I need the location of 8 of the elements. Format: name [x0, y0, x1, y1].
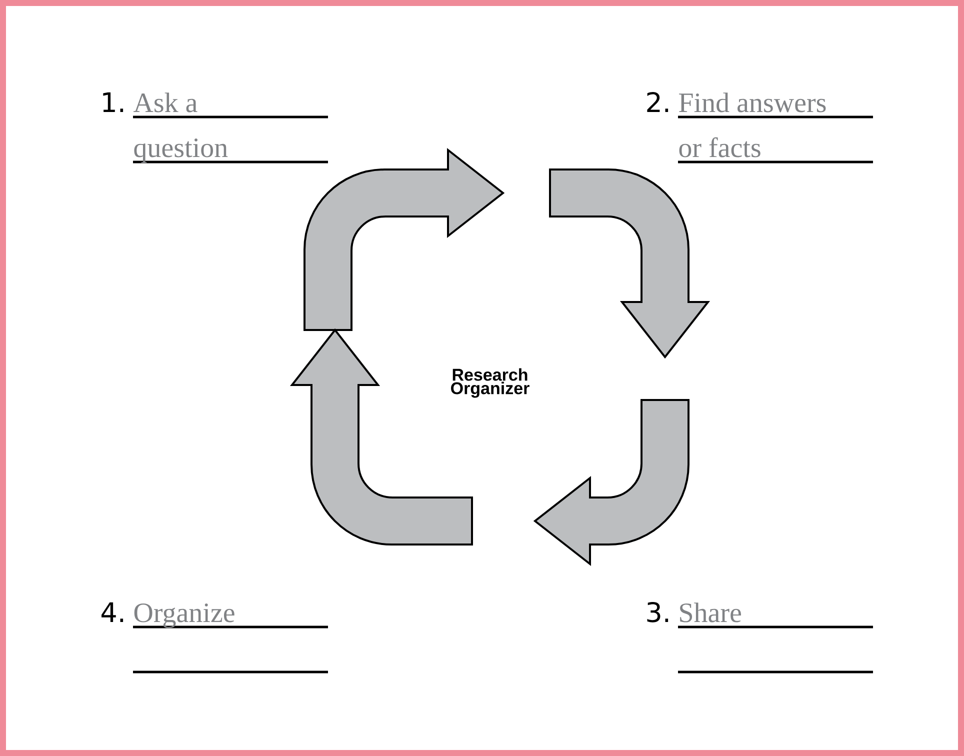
- step-label: 1. Ask a question: [103, 92, 228, 163]
- curved-arrow: [534, 399, 690, 565]
- curved-arrow: [304, 149, 504, 331]
- step-label: 3. Share: [647, 602, 741, 622]
- curved-arrow: [549, 168, 709, 358]
- step-label: 2. Find answers or facts: [647, 92, 826, 158]
- step-label: 4. Organize: [102, 602, 234, 628]
- center-title: Research Organizer: [451, 368, 530, 398]
